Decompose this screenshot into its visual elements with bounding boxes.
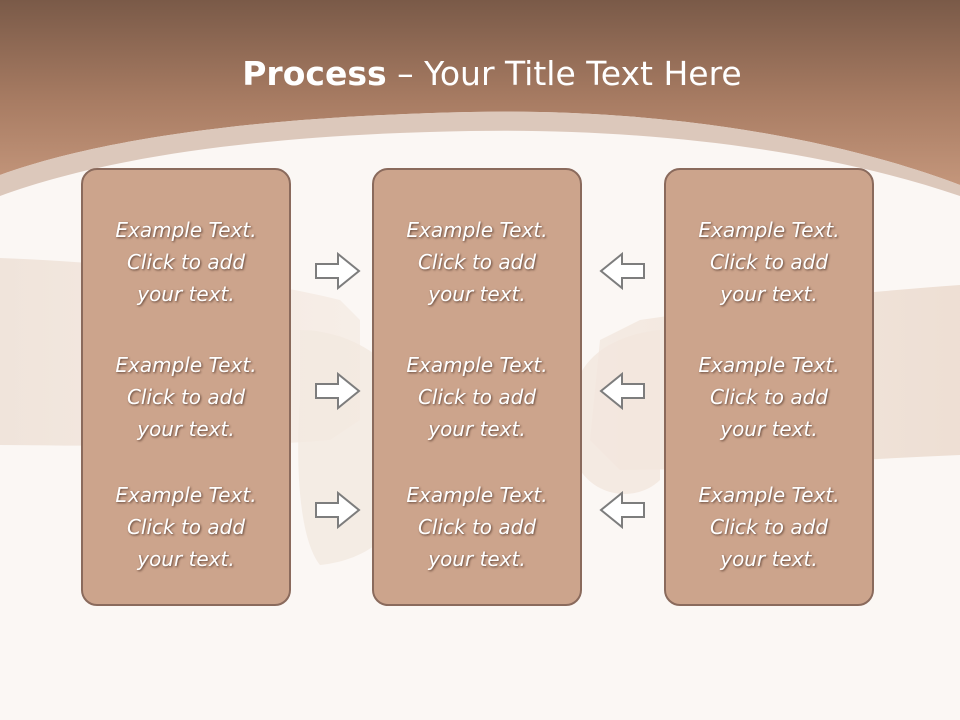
arrow-right-icon [315,371,361,411]
text-line: Example Text. [698,483,840,507]
panel-text-block[interactable]: Example Text. Click to add your text. [374,214,580,310]
text-line: your text. [720,417,818,441]
text-line: your text. [428,547,526,571]
text-line: Example Text. [115,218,257,242]
title-bold-text: Process [242,54,387,93]
text-line: your text. [428,282,526,306]
text-line: Example Text. [406,218,548,242]
header-swoosh [0,111,960,196]
text-line: Example Text. [698,218,840,242]
text-line: your text. [720,547,818,571]
text-line: Click to add [417,385,537,409]
text-line: Click to add [126,385,246,409]
text-line: Click to add [126,515,246,539]
text-line: Click to add [709,515,829,539]
text-line: Click to add [709,385,829,409]
panel-text-block[interactable]: Example Text. Click to add your text. [83,479,289,575]
text-line: Click to add [709,250,829,274]
text-line: your text. [137,282,235,306]
text-line: your text. [428,417,526,441]
process-panel-left[interactable]: Example Text. Click to add your text. Ex… [81,168,291,606]
process-panel-center[interactable]: Example Text. Click to add your text. Ex… [372,168,582,606]
panel-text-block[interactable]: Example Text. Click to add your text. [83,214,289,310]
panel-text-block[interactable]: Example Text. Click to add your text. [374,479,580,575]
slide-title[interactable]: Process – Your Title Text Here [0,52,960,96]
panel-text-block[interactable]: Example Text. Click to add your text. [666,214,872,310]
text-line: Click to add [126,250,246,274]
text-line: Example Text. [115,483,257,507]
arrow-right-icon [315,251,361,291]
text-line: Click to add [417,515,537,539]
panel-text-block[interactable]: Example Text. Click to add your text. [83,349,289,445]
panel-text-block[interactable]: Example Text. Click to add your text. [666,479,872,575]
title-rest-text: – Your Title Text Here [386,54,742,93]
text-line: Example Text. [115,353,257,377]
panel-text-block[interactable]: Example Text. Click to add your text. [666,349,872,445]
header-band [0,0,960,185]
arrow-left-icon [599,490,645,530]
text-line: Example Text. [406,483,548,507]
process-panel-right[interactable]: Example Text. Click to add your text. Ex… [664,168,874,606]
text-line: Example Text. [406,353,548,377]
arrow-right-icon [315,490,361,530]
text-line: Example Text. [698,353,840,377]
text-line: your text. [137,417,235,441]
text-line: Click to add [417,250,537,274]
text-line: your text. [137,547,235,571]
arrow-left-icon [599,251,645,291]
text-line: your text. [720,282,818,306]
arrow-left-icon [599,371,645,411]
panel-text-block[interactable]: Example Text. Click to add your text. [374,349,580,445]
